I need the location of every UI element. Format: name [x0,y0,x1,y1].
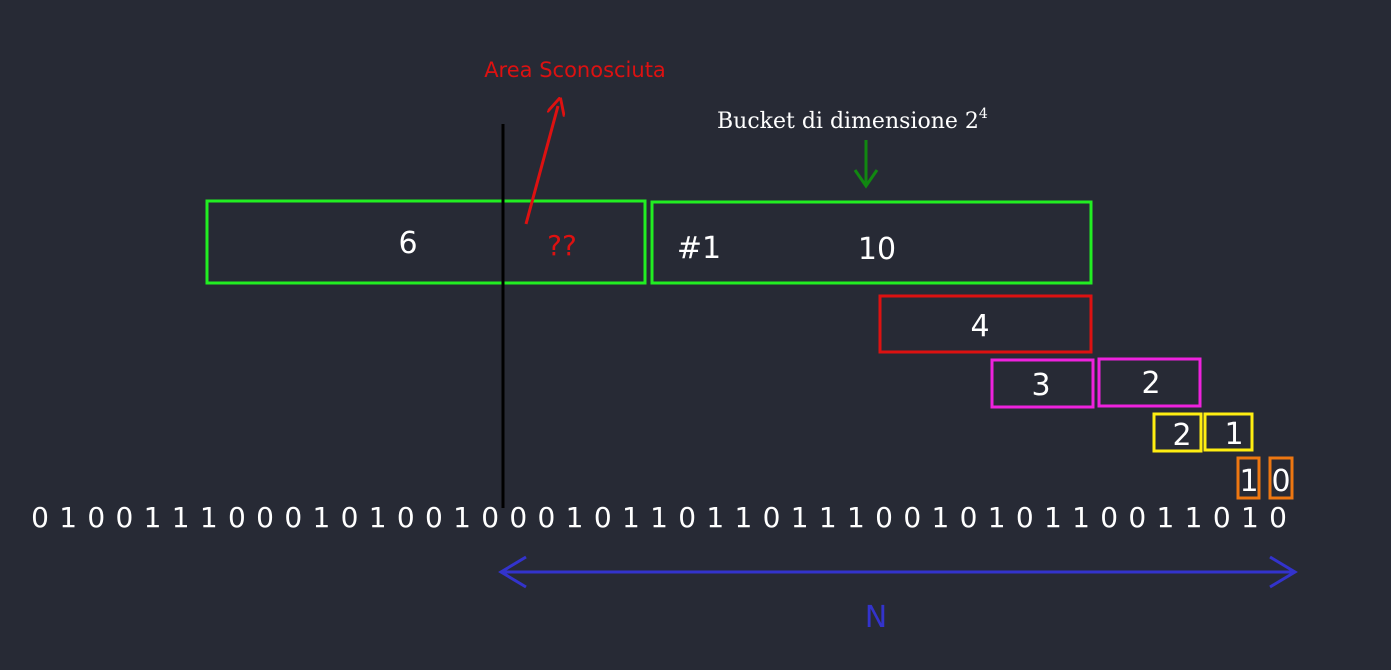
bucket-0-box [1268,456,1294,500]
bucket-2-box [1097,357,1202,408]
bucket-1a-label: 1 [1239,464,1258,499]
bit: 0 [284,501,302,534]
bit: 0 [678,501,696,534]
bucket-2b-box [1152,412,1203,453]
bucket-size-caption: Bucket di dimensione 24 [717,106,988,134]
bit: 1 [144,501,162,534]
bit: 0 [256,501,274,534]
bucket-6-label: 6 [398,226,417,261]
bucket-4-box [878,294,1093,354]
bit: 1 [1185,501,1203,534]
bit: 0 [1016,501,1034,534]
bit: 1 [1241,501,1259,534]
bit: 0 [425,501,443,534]
bucket-10-label: 10 [858,232,896,267]
bucket-3-box [990,358,1095,409]
bit: 0 [397,501,415,534]
bit: 1 [988,501,1006,534]
bit: 0 [341,501,359,534]
bit: 0 [115,501,133,534]
bit: 0 [763,501,781,534]
bucket-1-box [1203,412,1254,452]
bucket-2b-label: 2 [1172,418,1191,453]
bucket-4-label: 4 [970,309,989,344]
bucket-2-label: 2 [1141,366,1160,401]
bit: 0 [538,501,556,534]
bit: 0 [903,501,921,534]
bit: 1 [734,501,752,534]
bit: 1 [369,501,387,534]
bucket-0-label: 0 [1271,464,1290,499]
bit: 1 [1044,501,1062,534]
window-label: N [865,600,887,635]
bit: 0 [1100,501,1118,534]
bucket-10-index: #1 [677,231,721,266]
bit: 0 [31,501,49,534]
bit: 1 [847,501,865,534]
bit: 1 [791,501,809,534]
unknown-area-marker: ?? [547,229,577,262]
bit: 0 [509,501,527,534]
bit: 1 [931,501,949,534]
unknown-area-arrow [524,106,558,225]
bit: 0 [481,501,499,534]
bucket-size-caption-text: Bucket di dimensione 2 [717,109,979,134]
bit: 1 [172,501,190,534]
bit: 1 [1157,501,1175,534]
bit: 0 [228,501,246,534]
bit: 1 [1072,501,1090,534]
bit: 0 [1128,501,1146,534]
bit: 1 [453,501,471,534]
bucket-size-caption-exponent: 4 [979,106,988,122]
window-span-arrowhead-left [498,555,527,589]
bucket-3-label: 3 [1031,368,1050,403]
bit: 1 [200,501,218,534]
bucket-1-label: 1 [1224,417,1243,452]
bit: 1 [312,501,330,534]
bit: 0 [875,501,893,534]
bucket-10-box [650,200,1093,285]
bit: 1 [566,501,584,534]
bucket-1a-box [1236,456,1261,500]
bit: 1 [650,501,668,534]
bit: 0 [594,501,612,534]
window-span-arrowhead-right [1269,555,1298,589]
bucket-size-arrow-head [853,169,879,189]
bit: 0 [87,501,105,534]
bit: 0 [1269,501,1287,534]
bit: 0 [1213,501,1231,534]
bit: 1 [819,501,837,534]
bucket-6-box [205,199,647,285]
unknown-area-label: Area Sconosciuta [484,58,666,82]
bit: 1 [622,501,640,534]
bit: 1 [59,501,77,534]
bit: 0 [960,501,978,534]
bit: 1 [706,501,724,534]
